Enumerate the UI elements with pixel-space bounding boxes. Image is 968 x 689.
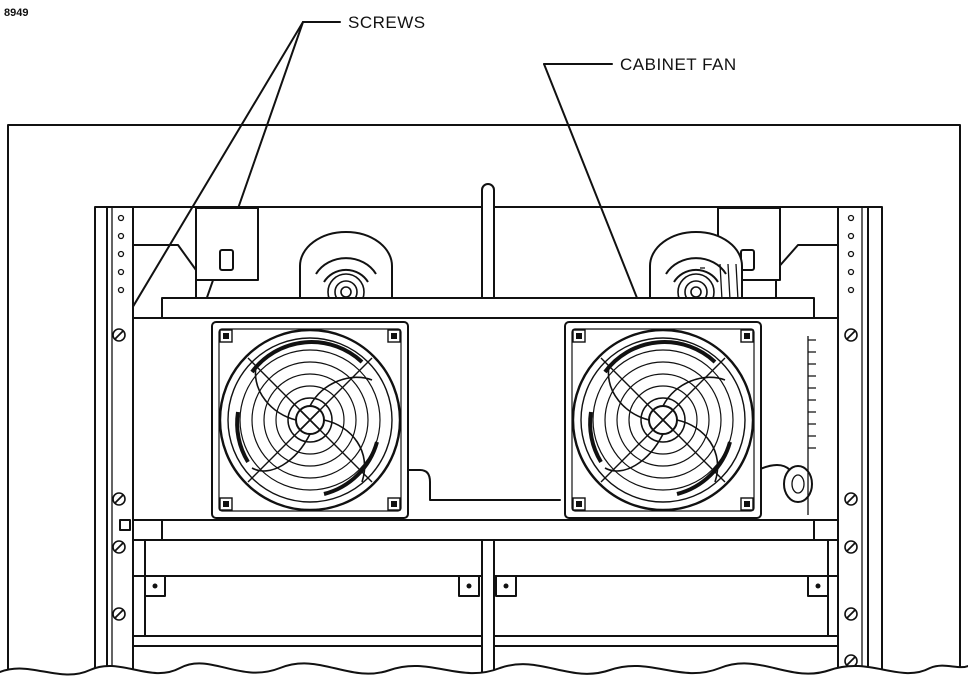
cabinet-fan-leader [543,63,642,309]
screw [844,607,858,621]
cabinet-fan-left [210,320,410,520]
screw [112,492,126,506]
cabinet-fan-right [563,320,763,520]
screws-label: SCREWS [348,13,426,32]
lower-frame [132,539,839,681]
screw [844,540,858,554]
break-line [0,662,968,689]
cabinet-body [7,124,961,680]
screw [844,328,858,342]
screw [112,540,126,554]
figure-number: 8949 [4,7,28,19]
rail-screws [112,328,858,668]
screw [112,607,126,621]
cabinet-fan-callout: CABINET FAN [543,55,737,309]
screws-leader-1 [121,21,304,326]
screw [844,492,858,506]
upper-hardware [132,183,839,311]
cabinet-fan-label: CABINET FAN [620,55,737,74]
screw [112,328,126,342]
